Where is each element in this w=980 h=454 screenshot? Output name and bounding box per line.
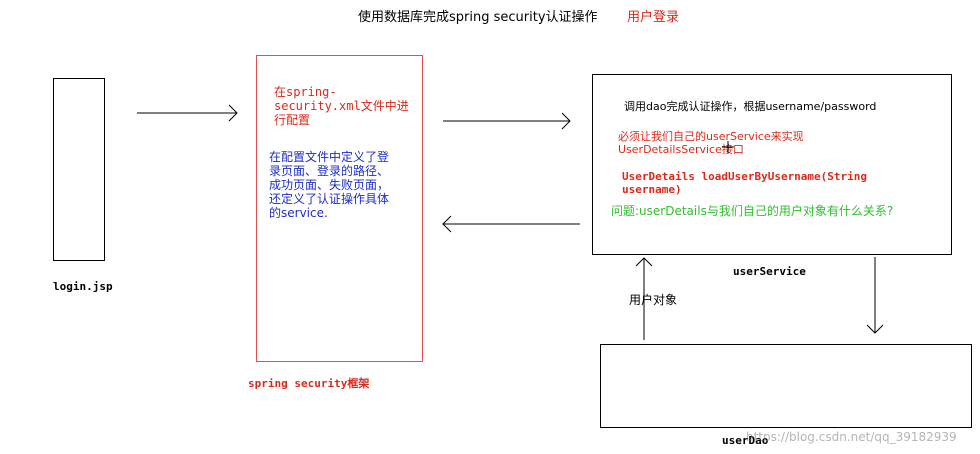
watermark: https://blog.csdn.net/qq_39182939 bbox=[746, 430, 957, 444]
cursor-icon bbox=[722, 141, 734, 153]
config-note: 在spring-security.xml文件中进行配置 bbox=[274, 85, 409, 127]
spring-security-frame bbox=[256, 55, 423, 362]
title-tag: 用户登录 bbox=[627, 10, 680, 25]
user-service-method: UserDetails loadUserByUsername(String us… bbox=[622, 170, 868, 196]
arrow-service-to-framework bbox=[442, 215, 580, 233]
user-service-label: userService bbox=[733, 265, 806, 278]
user-service-line1: 调用dao完成认证操作，根据username/password bbox=[624, 100, 877, 113]
diagram-title: 使用数据库完成spring security认证操作 bbox=[358, 10, 598, 25]
user-service-box bbox=[592, 74, 952, 255]
arrow-service-to-dao bbox=[866, 257, 884, 334]
framework-description: 在配置文件中定义了登录页面、登录的路径、成功页面、失败页面，还定义了认证操作具体… bbox=[269, 150, 390, 220]
arrow-dao-to-service bbox=[635, 257, 653, 340]
user-object-label: 用户对象 bbox=[629, 293, 678, 307]
user-dao-box bbox=[600, 344, 972, 428]
title-text: 使用数据库完成spring security认证操作 bbox=[358, 10, 598, 25]
login-page-label: login.jsp bbox=[53, 280, 113, 293]
framework-label: spring security框架 bbox=[248, 377, 370, 390]
user-dao-label: userDao bbox=[722, 434, 769, 447]
user-service-line2: 必须让我们自己的userService来实现UserDetailsService… bbox=[618, 130, 804, 156]
user-service-question: 问题:userDetails与我们自己的用户对象有什么关系? bbox=[611, 204, 894, 218]
login-page-box bbox=[53, 78, 105, 261]
arrow-login-to-framework bbox=[137, 104, 238, 122]
arrow-framework-to-service bbox=[443, 112, 571, 130]
